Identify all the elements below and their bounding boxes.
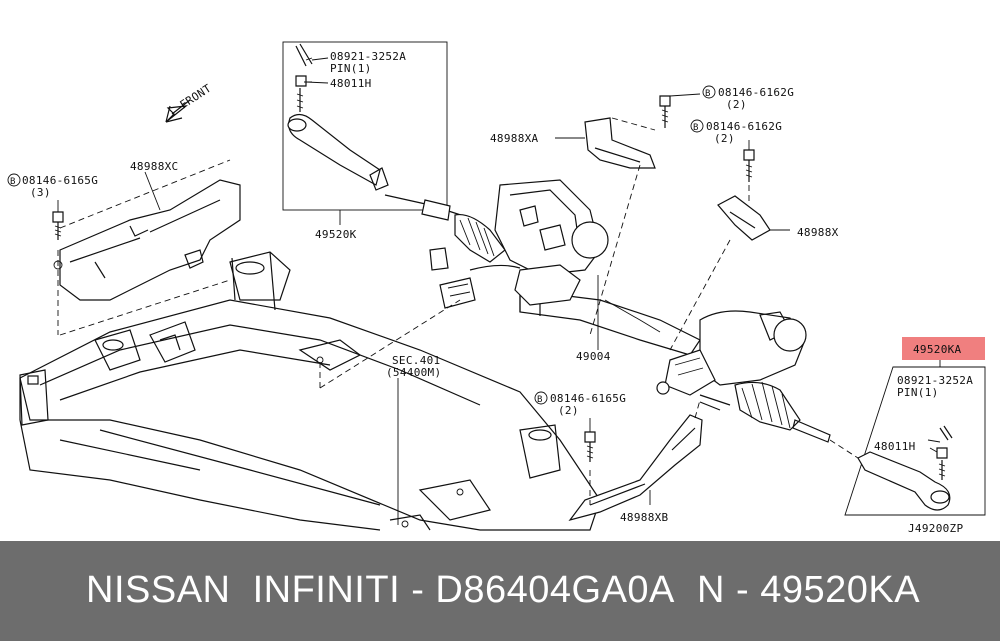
- callout-tie-rod-left: 49520K: [315, 228, 357, 241]
- svg-text:B: B: [10, 177, 16, 187]
- svg-text:(2): (2): [726, 98, 747, 111]
- callout-bolt-top-b: B 08146-6162G (2): [690, 119, 782, 145]
- svg-text:49520K: 49520K: [315, 228, 357, 241]
- exploded-parts-diagram: FRONT: [7, 41, 986, 535]
- callout-bolt-top-a: B 08146-6162G (2): [702, 85, 794, 111]
- svg-text:(3): (3): [30, 186, 51, 199]
- svg-text:B: B: [693, 123, 699, 133]
- svg-text:PIN(1): PIN(1): [897, 386, 939, 399]
- svg-text:48988X: 48988X: [797, 226, 839, 239]
- svg-text:SEC.401: SEC.401: [392, 354, 440, 367]
- svg-text:B: B: [537, 395, 543, 405]
- callout-pin-left: 08921-3252A PIN(1): [311, 50, 406, 75]
- svg-text:(2): (2): [714, 132, 735, 145]
- callout-bracket-48988xb: 48988XB: [620, 511, 669, 524]
- bracket-48988xc: [53, 159, 241, 336]
- bolt-bottom-08146-6165g: [584, 418, 596, 462]
- svg-text:48988XA: 48988XA: [490, 132, 539, 145]
- bracket-48988x: [669, 185, 790, 351]
- diagram-reference-code: J49200ZP: [908, 522, 963, 535]
- tie-rod-right-box: [829, 360, 986, 516]
- bracket-48988xa: [555, 117, 656, 336]
- callout-nut-right: 48011H: [874, 440, 916, 453]
- callout-nut-left: 48011H: [305, 77, 372, 90]
- front-subframe: [19, 251, 601, 531]
- svg-text:48988XC: 48988XC: [130, 160, 178, 173]
- svg-text:48011H: 48011H: [330, 77, 372, 90]
- callout-bracket-48988xa: 48988XA: [490, 132, 539, 145]
- callout-bracket-48988x: 48988X: [797, 226, 839, 239]
- svg-text:08146-6162G: 08146-6162G: [718, 86, 794, 99]
- callout-gear-49004: 49004: [576, 350, 611, 363]
- callout-pin-right: 08921-3252A PIN(1): [897, 374, 973, 399]
- brand-part-caption: NISSAN INFINITI - D86404GA0A: [86, 569, 675, 611]
- svg-text:(2): (2): [558, 404, 579, 417]
- callout-bracket-48988xc: 48988XC: [130, 160, 178, 173]
- svg-text:PIN(1): PIN(1): [330, 62, 372, 75]
- bracket-48988xb: [568, 399, 703, 522]
- svg-text:08146-6165G: 08146-6165G: [22, 174, 98, 187]
- svg-text:B: B: [705, 89, 711, 99]
- section-401-leader: [319, 299, 461, 525]
- bolt-left-08146-6165g: [52, 200, 64, 240]
- steering-gear-49004: [384, 179, 831, 443]
- svg-text:08921-3252A: 08921-3252A: [897, 374, 973, 387]
- front-label: FRONT: [178, 82, 214, 112]
- svg-text:08146-6162G: 08146-6162G: [706, 120, 782, 133]
- callout-section-401: SEC.401 (54400M): [386, 354, 441, 379]
- svg-text:08921-3252A: 08921-3252A: [330, 50, 406, 63]
- oem-part-caption: N - 49520KA: [697, 569, 921, 611]
- svg-text:48011H: 48011H: [874, 440, 916, 453]
- svg-text:J49200ZP: J49200ZP: [908, 522, 963, 535]
- callout-bolt-left-top: B 08146-6165G (3): [7, 173, 98, 199]
- svg-text:(54400M): (54400M): [386, 366, 441, 379]
- highlight-box: [902, 337, 985, 360]
- callout-bolt-bottom: B 08146-6165G (2): [534, 391, 626, 417]
- svg-text:08146-6165G: 08146-6165G: [550, 392, 626, 405]
- front-direction-arrow: FRONT: [165, 82, 214, 123]
- svg-text:48988XB: 48988XB: [620, 511, 669, 524]
- svg-text:49004: 49004: [576, 350, 611, 363]
- bolt-top-a-08146-6162g: [659, 93, 701, 128]
- tie-rod-left-box: [282, 41, 448, 225]
- bolt-top-b-08146-6162g: [743, 140, 755, 182]
- svg-text:49520KA: 49520KA: [913, 343, 962, 356]
- callout-tie-rod-right-highlighted: 49520KA: [902, 337, 985, 360]
- part-number-banner: NISSAN INFINITI - D86404GA0A N - 49520KA: [0, 541, 1000, 641]
